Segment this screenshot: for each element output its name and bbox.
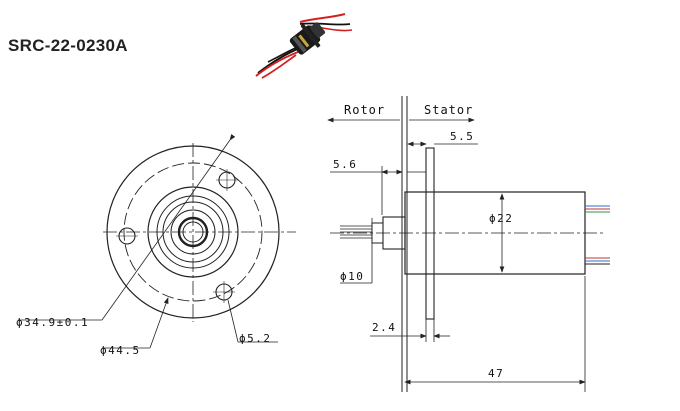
dim-length-5-6: 5.6 xyxy=(333,158,357,171)
dim-diameter-22: ϕ22 xyxy=(489,212,513,225)
slip-ring-photo xyxy=(255,13,353,79)
dim-length-47: 47 xyxy=(488,367,504,380)
dim-length-5-5: 5.5 xyxy=(450,130,474,143)
rotor-label: Rotor xyxy=(344,103,385,117)
dim-diameter-44-5: ϕ44.5 xyxy=(100,344,141,357)
side-view xyxy=(327,96,610,392)
dim-length-2-4: 2.4 xyxy=(372,321,396,334)
model-title: SRC-22-0230A xyxy=(8,36,128,55)
stator-label: Stator xyxy=(424,103,473,117)
dim-diameter-10: ϕ10 xyxy=(340,270,364,283)
dim-diameter-5-2: ϕ5.2 xyxy=(239,332,272,345)
front-view xyxy=(18,134,296,349)
dim-diameter-34-9: ϕ34.9±0.1 xyxy=(16,316,89,329)
